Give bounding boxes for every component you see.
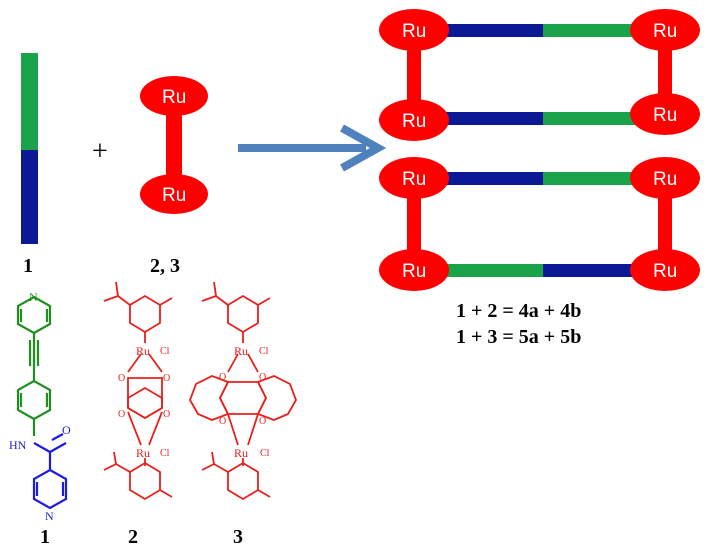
ligand-bar-green-half [21,53,38,150]
ligand-bar-top-blue [428,24,543,37]
complex3-cl-bottom: Cl [260,448,270,459]
ru-node [630,249,700,291]
ru-linker-left [407,30,421,120]
ru-node [140,174,208,214]
ligand-amide-nh: HN [9,438,27,452]
metallacycle-top: Ru Ru Ru Ru [379,9,700,141]
ru-node [630,157,700,199]
complex3-structure-label: 3 [233,526,243,548]
complex2-o: O [163,373,170,384]
ligand-1-structure [16,295,68,510]
equation-line-2: 1 + 3 = 5a + 5b [456,326,581,348]
complex2-cl-top: Cl [160,346,170,357]
ru-node [630,93,700,135]
complex3-o: O [259,416,266,427]
ru-node [630,9,700,51]
complex-3-structure [189,281,297,501]
ligand-bar-label: 1 [23,255,33,277]
ru-dumbbell: Ru Ru [140,76,208,214]
ru-node [379,99,449,141]
pyridine-ring-bottom [32,468,68,510]
complex2-cl-bottom: Cl [160,448,170,459]
ru-node [140,76,208,116]
complex2-structure-label: 2 [128,526,138,548]
ru-node-label: Ru [162,87,186,108]
complex3-ru-top: Ru [234,344,248,358]
complex-2-structure [103,281,173,501]
ligand-bar-top-blue [428,172,543,185]
ru-node-label: Ru [402,169,426,190]
ligand-bar-blue-half [21,150,38,244]
complex3-cl-top: Cl [259,346,269,357]
complex3-ru-bottom: Ru [234,446,248,460]
ru-node [379,249,449,291]
ligand-bar-bottom-blue [428,112,543,125]
phenyl-ring [16,379,52,421]
ru-linker-left [407,178,421,270]
ru-node-label: Ru [402,21,426,42]
ru-node-label: Ru [653,169,677,190]
ru-node-label: Ru [653,21,677,42]
ru-node [379,157,449,199]
ru-linker-right [658,178,672,270]
plus-sign: + [92,136,108,167]
complex2-o: O [118,373,125,384]
ru-node-label: Ru [162,185,186,206]
equation-line-1: 1 + 2 = 4a + 4b [456,300,581,322]
ligand-bar [21,53,38,244]
ru-dumbbell-label: 2, 3 [150,255,180,277]
complex3-o: O [219,372,226,383]
ru-node-label: Ru [653,261,677,282]
ligand-bar-bottom-green [428,264,543,277]
complex3-o: O [219,416,226,427]
ru-dumbbell-linker [166,96,182,192]
complex2-ru-bottom: Ru [136,446,150,460]
ru-node-label: Ru [402,111,426,132]
ligand-n-top: N [29,290,38,304]
complex2-ru-top: Ru [136,344,150,358]
ru-node [379,9,449,51]
metallacycle-bottom: Ru Ru Ru Ru [379,157,700,291]
reaction-arrow [238,124,387,172]
ru-node-label: Ru [402,261,426,282]
complex2-o: O [118,409,125,420]
complex2-o: O [163,409,170,420]
complex3-o: O [259,372,266,383]
ligand-structure-label: 1 [40,526,50,548]
ru-node-label: Ru [653,105,677,126]
ligand-carbonyl-o: O [62,423,71,437]
ligand-n-bottom: N [45,509,54,523]
